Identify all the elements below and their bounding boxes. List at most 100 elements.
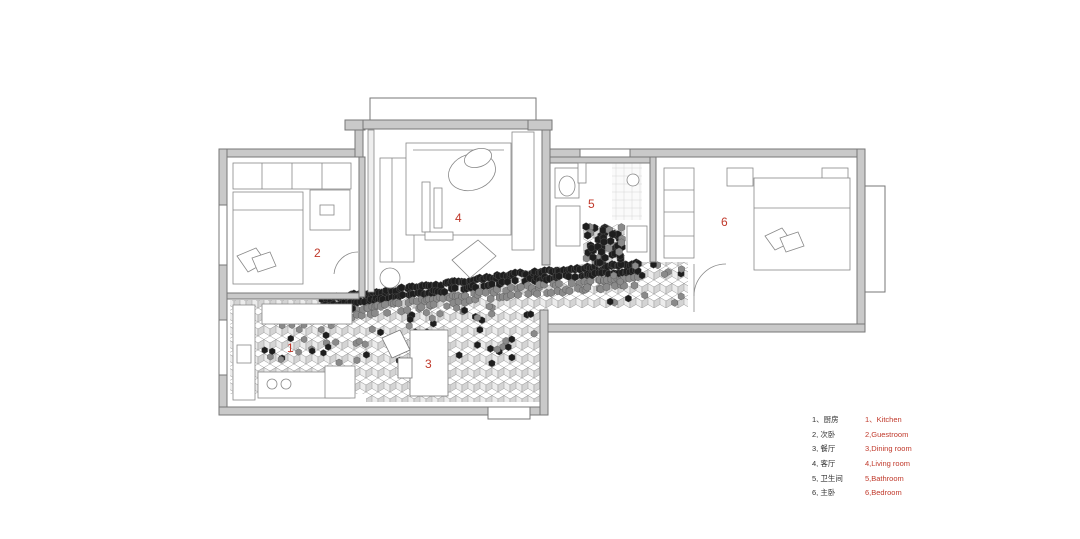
hex-tile [615,247,623,257]
hex-tile [277,355,285,364]
hex-tile [261,346,268,354]
hex-tile [476,325,484,334]
hex-tile [309,347,316,355]
hex-tile [355,337,363,346]
hex-tile [487,344,494,353]
legend-cn-label: 4, 客厅 [812,458,836,468]
guestroom-furniture [232,162,359,285]
hex-tile [555,279,563,288]
hex-tile [353,356,361,365]
hex-tile [267,353,274,361]
hex-tile [514,290,522,299]
room-number-kitchen: 1 [287,341,294,355]
legend-row: 5, 卫生间 5,Bathroom [812,471,1042,486]
hex-tile [301,335,308,344]
hex-tile [597,247,606,257]
hex-tile [383,308,391,318]
legend-en-label: 6,Bedroom [865,488,902,498]
legend-row: 3, 餐厅 3,Dining room [812,441,1042,456]
hex-tile [508,353,516,362]
hex-tile [589,253,597,262]
hex-tile [332,338,340,347]
kitchen-furniture [232,303,356,401]
hex-tile [606,297,614,306]
hex-tile [451,283,459,293]
legend-en-label: 2,Guestroom [865,429,909,439]
hex-tile [596,258,604,267]
hex-tile [605,244,613,253]
hex-tile [599,226,607,235]
hex-tile [571,272,579,282]
hex-tile [616,277,624,286]
hex-tile [436,309,444,318]
hex-tile [394,299,403,308]
hex-tile [443,302,451,311]
legend-en-label: 1、Kitchen [865,414,902,424]
hex-tile [322,331,330,340]
hex-tile [296,326,303,334]
hex-tile [405,322,413,330]
hex-tile [320,349,327,357]
hex-tile [335,358,343,367]
hex-tile [661,270,668,279]
room-number-bathroom: 5 [588,197,595,211]
hex-tile [677,292,685,301]
legend-cn-label: 1、厨房 [812,414,839,424]
hex-tile [369,325,376,334]
bedroom-furniture [663,167,851,312]
hex-tile [568,279,576,288]
hex-tile [269,347,276,355]
hex-tile [600,237,608,247]
hex-tile [318,325,325,334]
dining-furniture [381,329,449,397]
hex-tile [361,340,369,349]
hex-tile [507,290,515,300]
hex-tile [671,298,678,307]
hex-tile [429,314,436,323]
hex-tile [507,283,515,292]
hex-tile [625,294,632,303]
hex-tile [530,329,538,338]
hex-tile [488,310,496,318]
legend-en-label: 3,Dining room [865,444,912,454]
room-number-living: 4 [455,211,462,225]
hex-tile [493,345,501,354]
hex-tile [398,290,407,300]
hex-tile [417,302,425,312]
legend-en-label: 5,Bathroom [865,473,904,483]
hex-tile [508,335,516,344]
hex-tile [287,334,294,343]
room-number-guestroom: 2 [314,246,321,260]
hex-tile [650,260,657,269]
hex-tile [397,283,406,292]
hex-tile [594,242,602,251]
room-number-bedroom: 6 [721,215,728,229]
hex-tile [488,359,496,368]
dark-tile-cluster [261,222,685,368]
hex-tile [381,300,389,309]
hex-tile [295,348,302,356]
hex-tile [638,271,646,280]
hex-tile [453,304,460,312]
hex-tile [511,276,519,285]
bathroom-fixtures [554,162,648,253]
legend-row: 2, 次卧 2,Guestroom [812,427,1042,442]
hex-tile [487,294,495,304]
hex-tile [617,223,626,232]
hex-tile [610,271,618,280]
legend-cn-label: 2, 次卧 [812,429,836,439]
hex-tile [461,306,468,315]
hex-tile [630,281,639,290]
hex-tile [474,313,481,322]
hex-tile [582,222,590,231]
hex-tile [564,272,573,281]
hex-tile [587,243,595,253]
hex-tile [455,351,463,360]
hex-tile [533,289,541,299]
walls [218,97,886,420]
hex-tile [482,288,490,297]
legend: 1、厨房 1、Kitchen 2, 次卧 2,Guestroom 3, 餐厅 3… [812,412,1042,500]
hex-tile [584,231,592,240]
hex-tile [602,282,611,292]
